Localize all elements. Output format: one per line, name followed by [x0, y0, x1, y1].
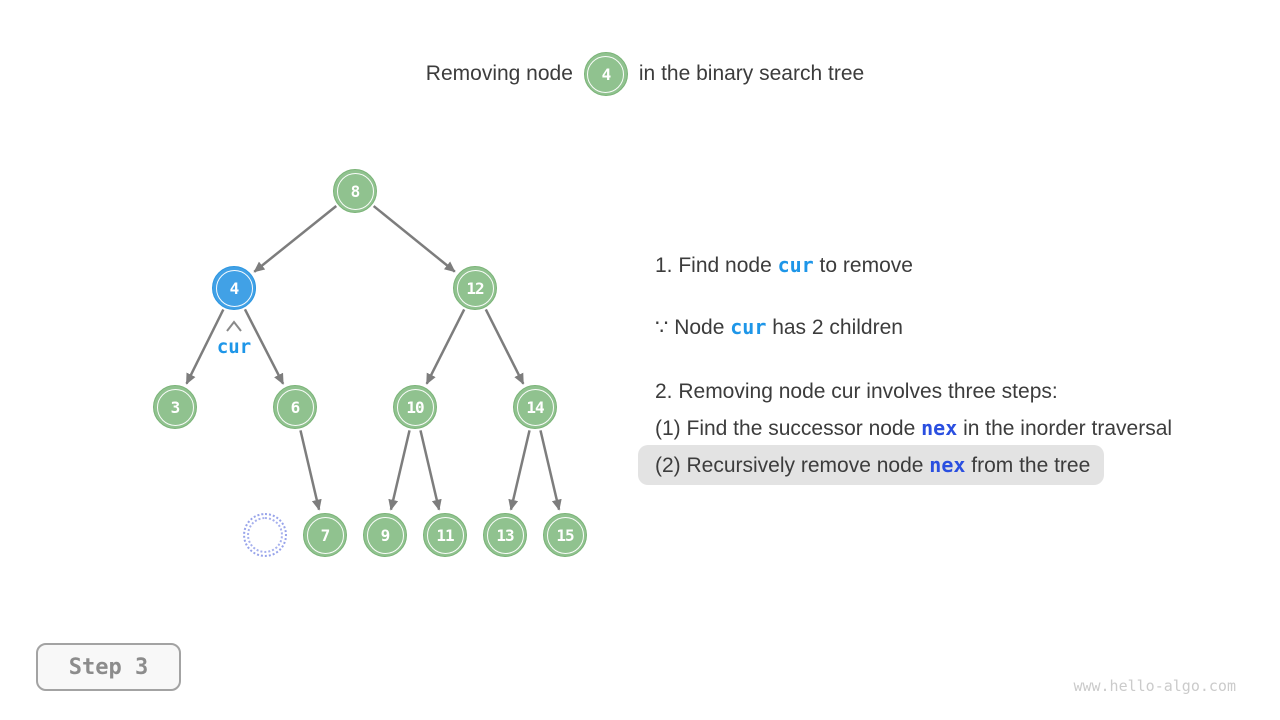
note-text: (2) Recursively remove node — [655, 454, 930, 477]
tree-node-value: 8 — [350, 181, 361, 201]
keyword-nex: nex — [921, 416, 958, 440]
tree-node-10: 10 — [393, 385, 437, 429]
note-text: 1. Find node — [655, 254, 778, 277]
tree-node-13: 13 — [483, 513, 527, 557]
note-line-3: 2. Removing node cur involves three step… — [655, 374, 1058, 410]
tree-node-value: 12 — [466, 278, 484, 298]
note-line-5: (2) Recursively remove node nex from the… — [638, 445, 1105, 485]
tree-node-placeholder — [243, 513, 287, 557]
tree-edge-8-4 — [253, 205, 338, 273]
step-badge: Step 3 — [36, 643, 181, 691]
title-prefix: Removing node — [425, 62, 573, 85]
tree-edge-6-7 — [299, 430, 322, 511]
keyword-cur: cur — [730, 315, 767, 339]
cur-pointer-label: cur — [216, 336, 252, 358]
tree-node-value: 3 — [170, 397, 181, 417]
tree-node-value: 6 — [290, 397, 301, 417]
tree-node-12: 12 — [453, 266, 497, 310]
tree-node-15: 15 — [543, 513, 587, 557]
note-text: to remove — [813, 254, 913, 277]
tree-edge-14-15 — [539, 430, 562, 511]
tree-node-value: 10 — [406, 397, 424, 417]
tree-node-9: 9 — [363, 513, 407, 557]
tree-node-3: 3 — [153, 385, 197, 429]
tree-node-7: 7 — [303, 513, 347, 557]
tree-node-value: 14 — [526, 397, 544, 417]
tree-edge-12-10 — [425, 308, 466, 385]
tree-edge-8-12 — [372, 205, 456, 273]
note-text: from the tree — [965, 454, 1091, 477]
title-suffix: in the binary search tree — [638, 62, 865, 85]
slide-title: Removing node 4 in the binary search tre… — [5, 52, 1280, 96]
watermark: www.hello-algo.com — [1073, 677, 1236, 695]
note-text: has 2 children — [766, 316, 903, 339]
tree-node-8: 8 — [333, 169, 377, 213]
tree-node-4: 4 — [212, 266, 256, 310]
keyword-cur: cur — [777, 253, 814, 277]
tree-node-value: 4 — [229, 278, 240, 298]
tree-edge-12-14 — [484, 308, 525, 385]
tree-edge-10-11 — [419, 430, 442, 511]
tree-node-value: 7 — [320, 525, 331, 545]
note-line-1: 1. Find node cur to remove — [655, 247, 913, 283]
note-line-4: (1) Find the successor node nex in the i… — [655, 410, 1172, 446]
tree-node-11: 11 — [423, 513, 467, 557]
keyword-nex: nex — [929, 453, 966, 477]
tree-node-6: 6 — [273, 385, 317, 429]
tree-node-value: 15 — [556, 525, 574, 545]
title-node-circle: 4 — [583, 52, 628, 96]
note-text: in the inorder traversal — [957, 417, 1173, 440]
tree-node-value: 11 — [436, 525, 454, 545]
tree-edge-14-13 — [508, 430, 531, 511]
note-text: (1) Find the successor node — [655, 417, 922, 440]
tree-node-14: 14 — [513, 385, 557, 429]
note-line-2: ∵ Node cur has 2 children — [655, 309, 903, 345]
tree-node-value: 9 — [380, 525, 391, 545]
tree-node-value: 13 — [496, 525, 514, 545]
cur-pointer-caret-icon — [226, 320, 242, 332]
note-text: 2. Removing node cur involves three step… — [655, 380, 1058, 403]
note-text: ∵ Node — [655, 316, 731, 339]
title-node-value: 4 — [601, 64, 612, 84]
tree-edge-10-9 — [388, 430, 411, 511]
